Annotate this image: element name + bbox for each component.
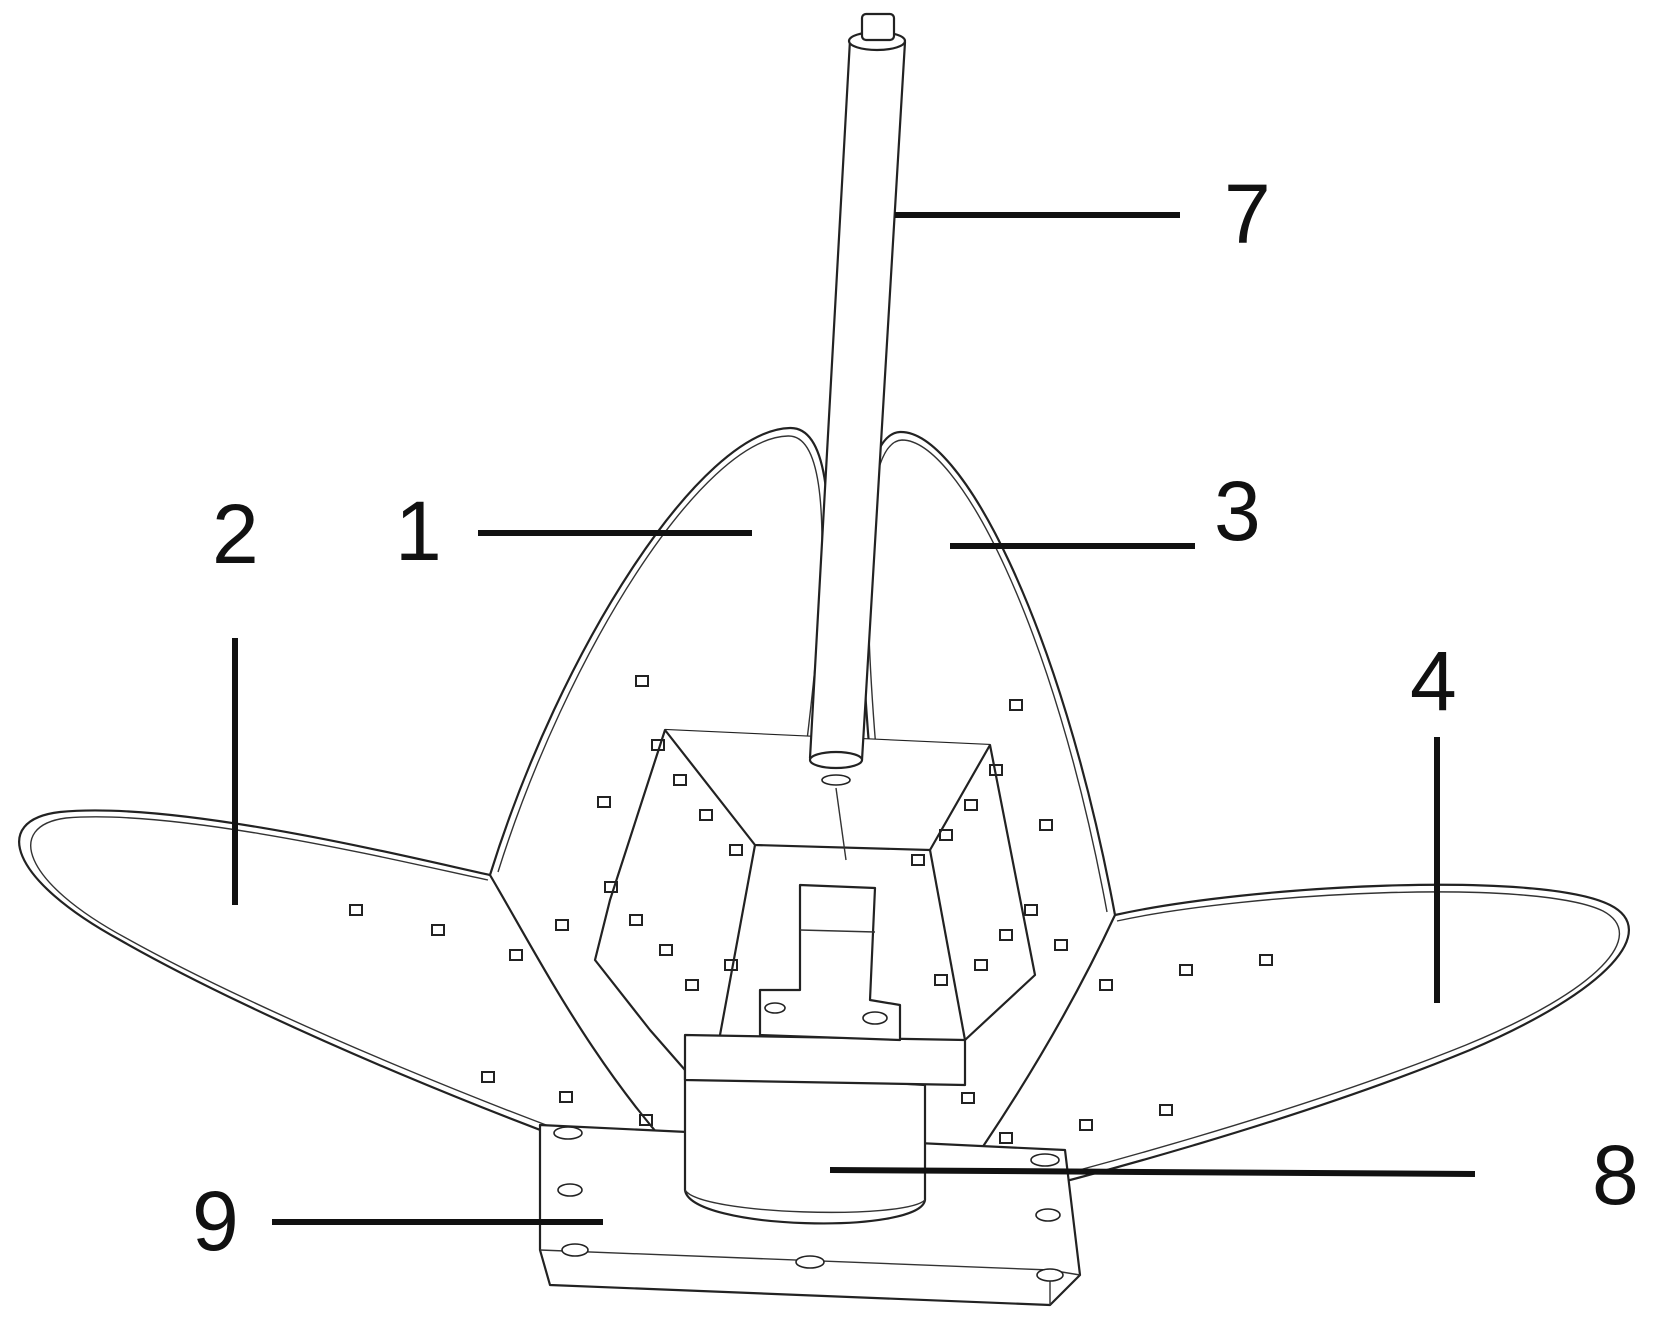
callout-9: 9 [192,1174,239,1268]
callout-1: 1 [395,484,442,578]
callout-7: 7 [1224,167,1271,261]
callout-4: 4 [1410,634,1457,728]
feed-housing [593,728,1037,1087]
leader-lines [232,212,1476,1225]
callout-8: 8 [1592,1128,1639,1222]
leader-8 [829,1167,1476,1177]
cylinder-body [683,1068,927,1225]
callout-3: 3 [1214,464,1261,558]
screw-markers [349,675,1273,1144]
callout-2: 2 [212,487,259,581]
right-petal [928,883,1630,1217]
mast [808,12,907,861]
callout-labels: 1 2 3 4 7 8 9 [192,167,1639,1268]
